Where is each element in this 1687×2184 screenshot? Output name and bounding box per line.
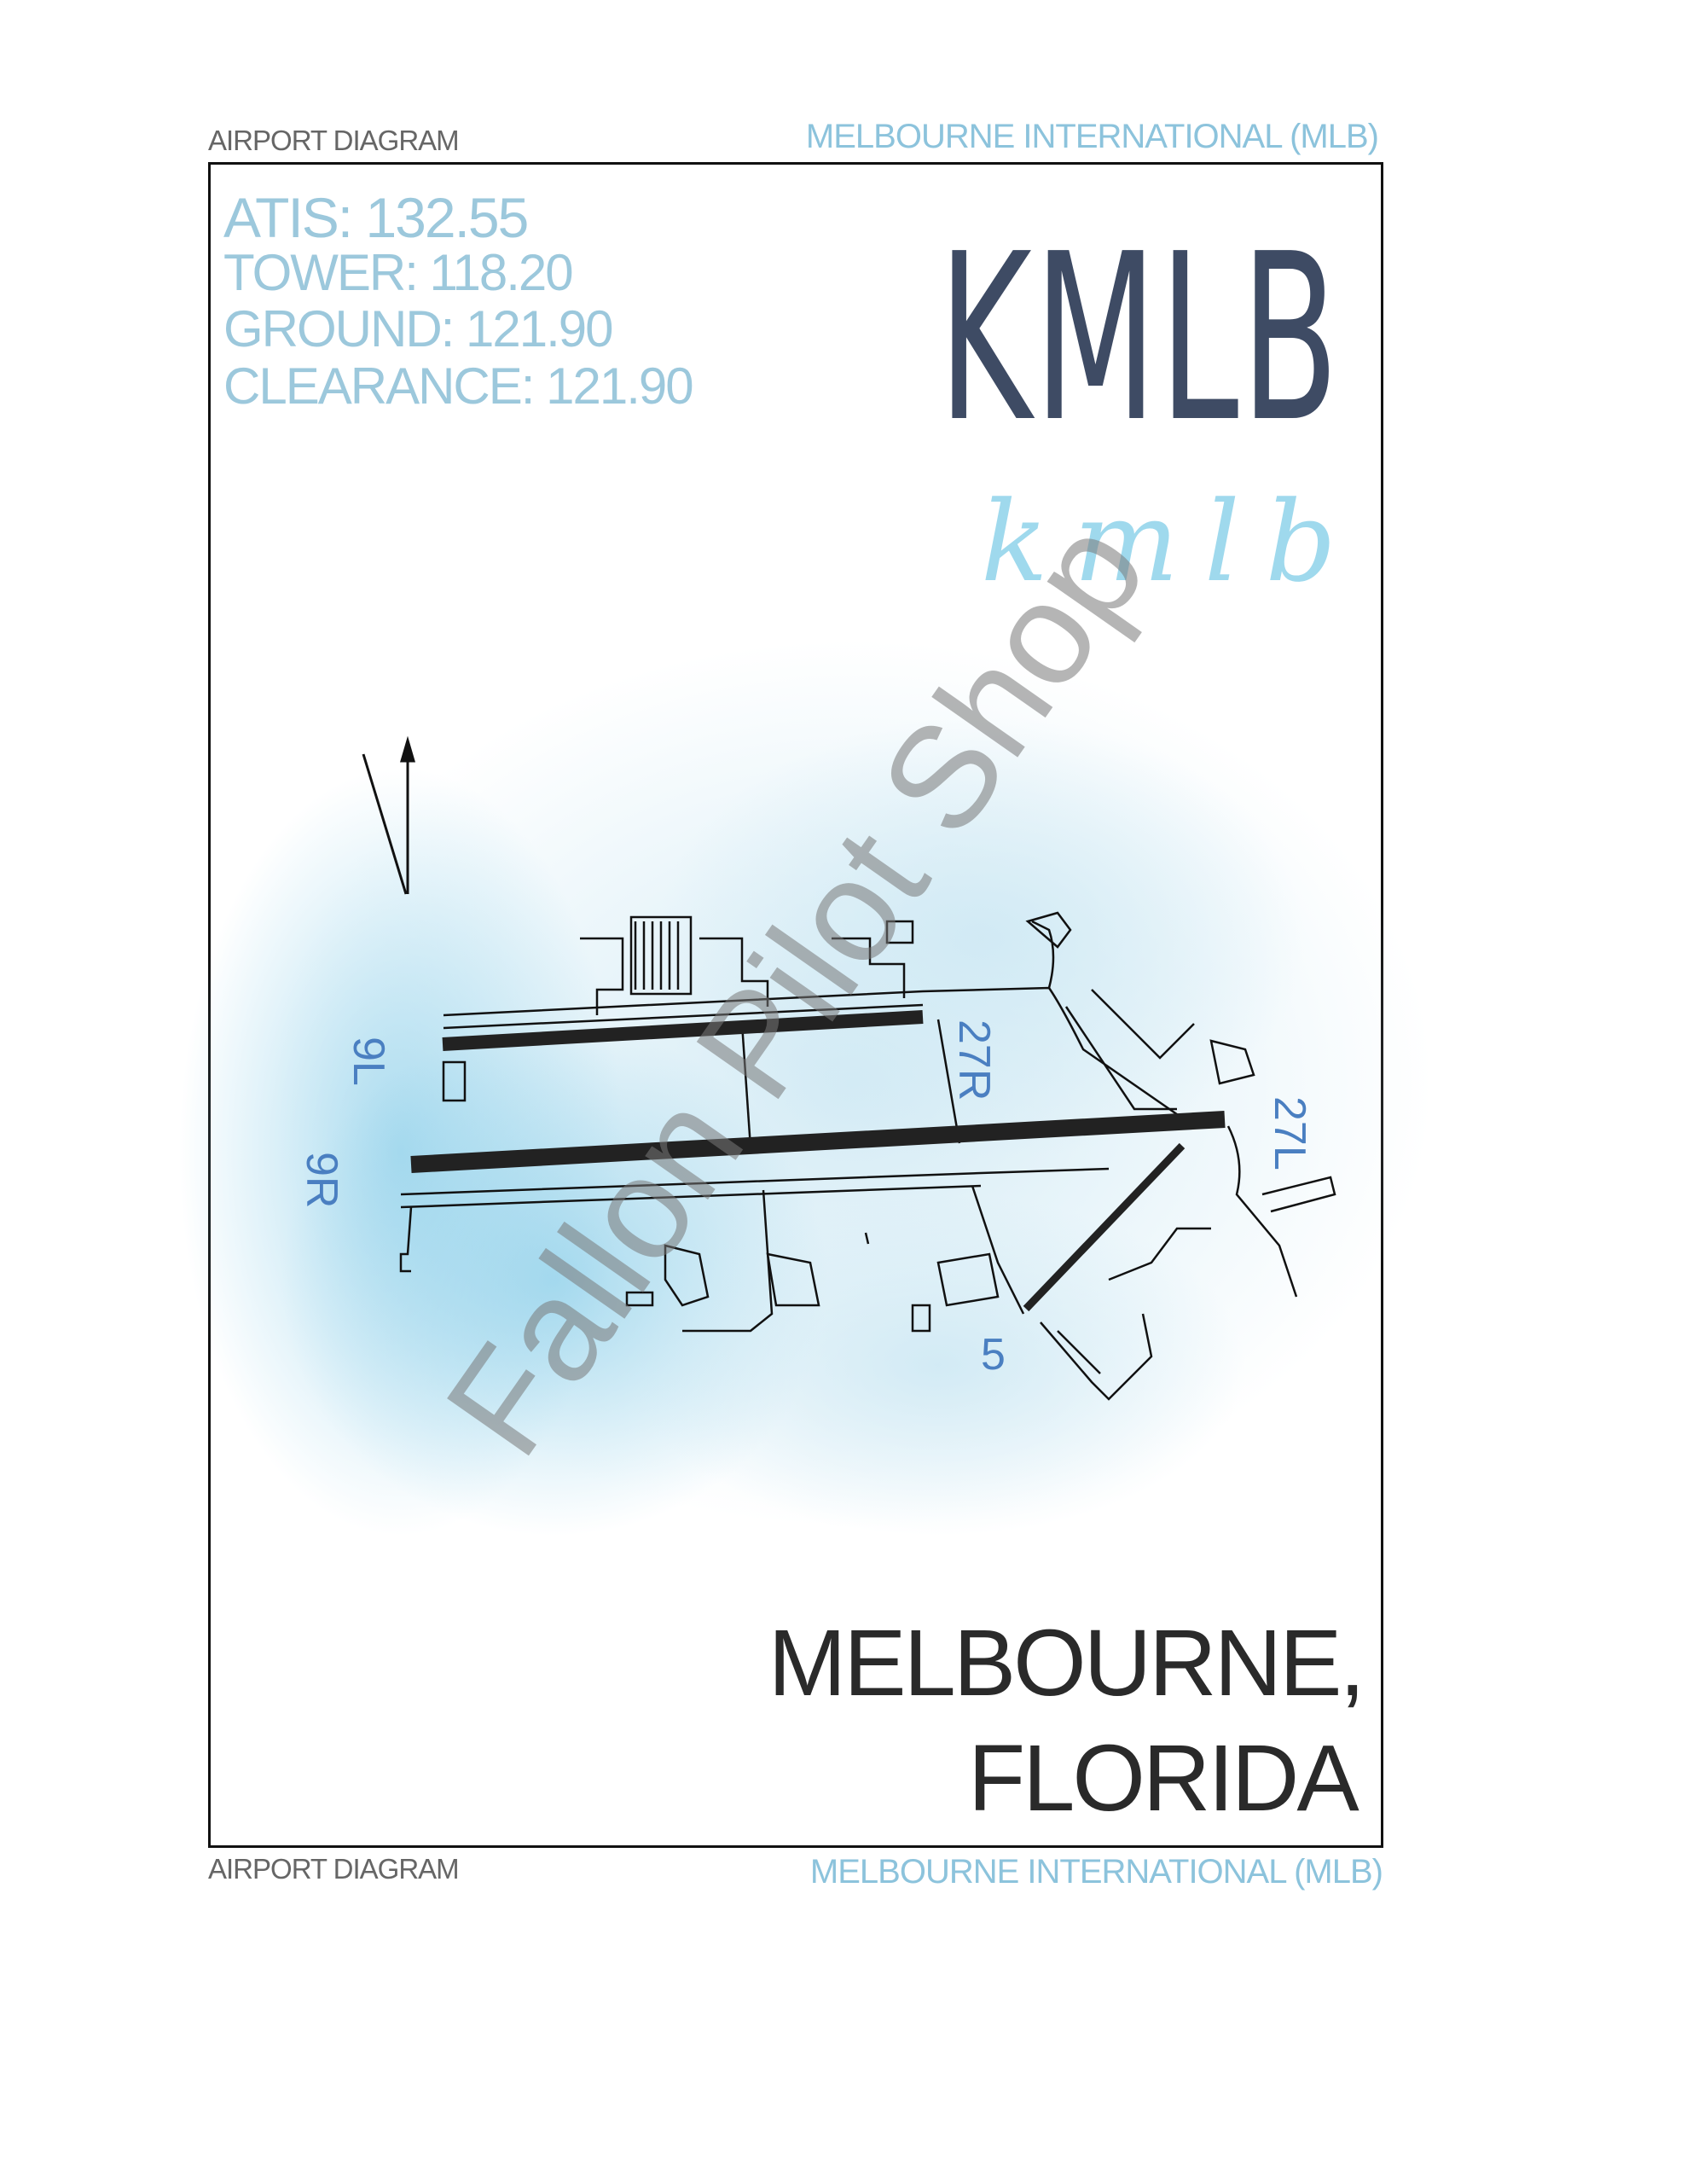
watercolor-background bbox=[179, 640, 1433, 1536]
airport-identifier-script: kmlb bbox=[981, 477, 1362, 607]
runway-9l-27r bbox=[442, 1010, 924, 1051]
taxiways bbox=[399, 920, 1336, 1401]
footer-left-label: AIRPORT DIAGRAM bbox=[208, 1853, 460, 1885]
runway-label-9r: 9R bbox=[297, 1152, 346, 1208]
header-left-label: AIRPORT DIAGRAM bbox=[208, 125, 460, 156]
runways bbox=[410, 1010, 1226, 1312]
city-name: MELBOURNE, bbox=[768, 1611, 1365, 1716]
footer-airport-name: MELBOURNE INTERNATIONAL (MLB) bbox=[809, 1853, 1383, 1891]
runway-9r-27l bbox=[410, 1111, 1226, 1173]
atis-frequency: ATIS: 132.55 bbox=[223, 186, 529, 249]
north-arrow-icon bbox=[362, 735, 415, 895]
runway-label-5: 5 bbox=[981, 1330, 1006, 1380]
tower-frequency: TOWER: 118.20 bbox=[223, 244, 574, 301]
runway-label-27r: 27R bbox=[949, 1019, 999, 1101]
state-name: FLORIDA bbox=[968, 1726, 1359, 1831]
runway-labels: 9L 27R 9R 27L 5 bbox=[297, 1019, 1314, 1380]
terminal-buildings bbox=[580, 911, 1255, 1085]
header-airport-name: MELBOURNE INTERNATIONAL (MLB) bbox=[805, 118, 1379, 155]
runway-label-27l: 27L bbox=[1265, 1096, 1314, 1170]
clearance-frequency: CLEARANCE: 121.90 bbox=[223, 357, 694, 415]
runway-label-9l: 9L bbox=[344, 1037, 393, 1086]
ground-frequency: GROUND: 121.90 bbox=[223, 300, 614, 357]
airport-identifier-logo: KMLB bbox=[938, 204, 1342, 473]
runway-5-23 bbox=[1023, 1142, 1186, 1312]
